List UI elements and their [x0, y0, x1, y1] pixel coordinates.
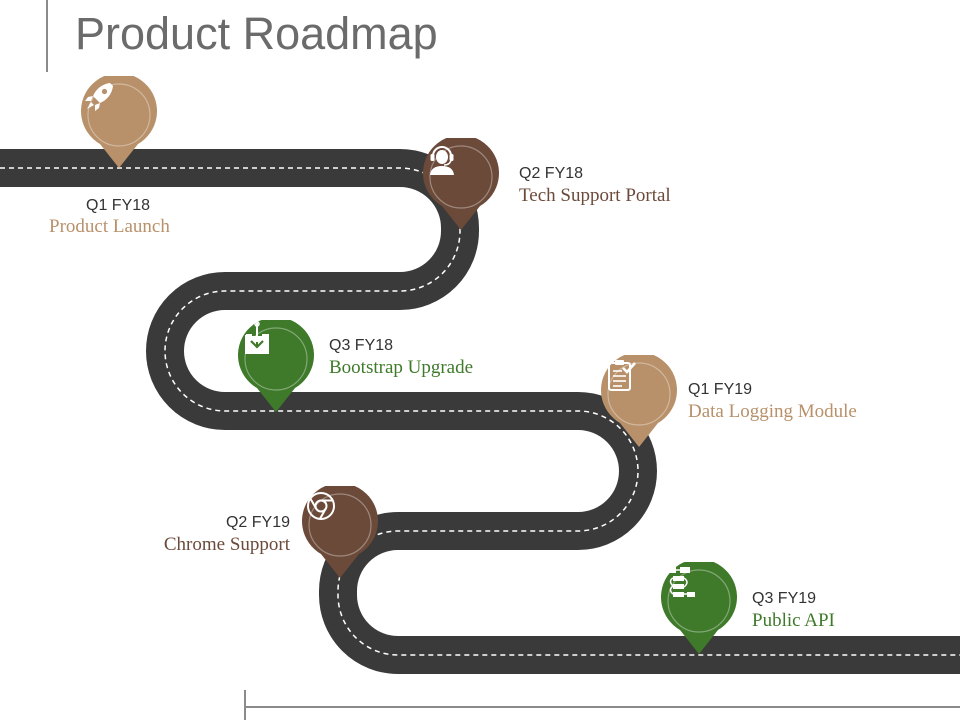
milestone-label-data-logging-module: Q1 FY19 Data Logging Module — [688, 380, 857, 424]
milestone-name: Tech Support Portal — [519, 185, 671, 206]
milestone-label-tech-support-portal: Q2 FY18 Tech Support Portal — [519, 164, 671, 208]
milestone-name: Data Logging Module — [688, 401, 857, 422]
milestone-label-public-api: Q3 FY19 Public API — [752, 589, 835, 633]
support-agent-icon — [430, 146, 454, 175]
chrome-icon — [307, 492, 335, 520]
page-title: Product Roadmap — [75, 8, 438, 59]
frame-line-horizontal — [245, 706, 960, 708]
milestone-label-product-launch: Q1 FY18 — [86, 196, 150, 216]
frame-line-corner — [244, 690, 246, 720]
download-tray-icon — [245, 321, 269, 354]
milestone-name: Bootstrap Upgrade — [329, 357, 474, 378]
milestone-label-bootstrap-upgrade: Q3 FY18 Bootstrap Upgrade — [329, 336, 473, 380]
rocket-icon — [85, 83, 113, 111]
milestone-quarter: Q3 FY18 — [329, 337, 394, 354]
milestone-label-chrome-support: Q2 FY19 Chrome Support — [90, 513, 290, 557]
milestone-quarter: Q1 FY18 — [86, 197, 151, 214]
milestone-pin-tech-support-portal — [422, 138, 500, 234]
milestone-pin-data-logging-module — [600, 355, 678, 451]
milestone-pin-chrome-support — [301, 486, 379, 582]
flowchart-icon — [666, 567, 695, 597]
milestone-name: Product Launch — [49, 216, 170, 237]
milestone-quarter: Q2 FY18 — [519, 165, 584, 182]
milestone-quarter: Q2 FY19 — [225, 514, 290, 531]
milestone-quarter: Q1 FY19 — [688, 381, 753, 398]
milestone-pin-product-launch — [80, 76, 158, 172]
milestone-name: Chrome Support — [163, 534, 290, 555]
milestone-name: Public API — [752, 610, 835, 631]
frame-line-vertical — [46, 0, 48, 72]
clipboard-check-icon — [608, 360, 636, 391]
milestone-pin-bootstrap-upgrade — [237, 320, 315, 416]
milestone-pin-public-api — [660, 562, 738, 658]
milestone-quarter: Q3 FY19 — [752, 590, 817, 607]
